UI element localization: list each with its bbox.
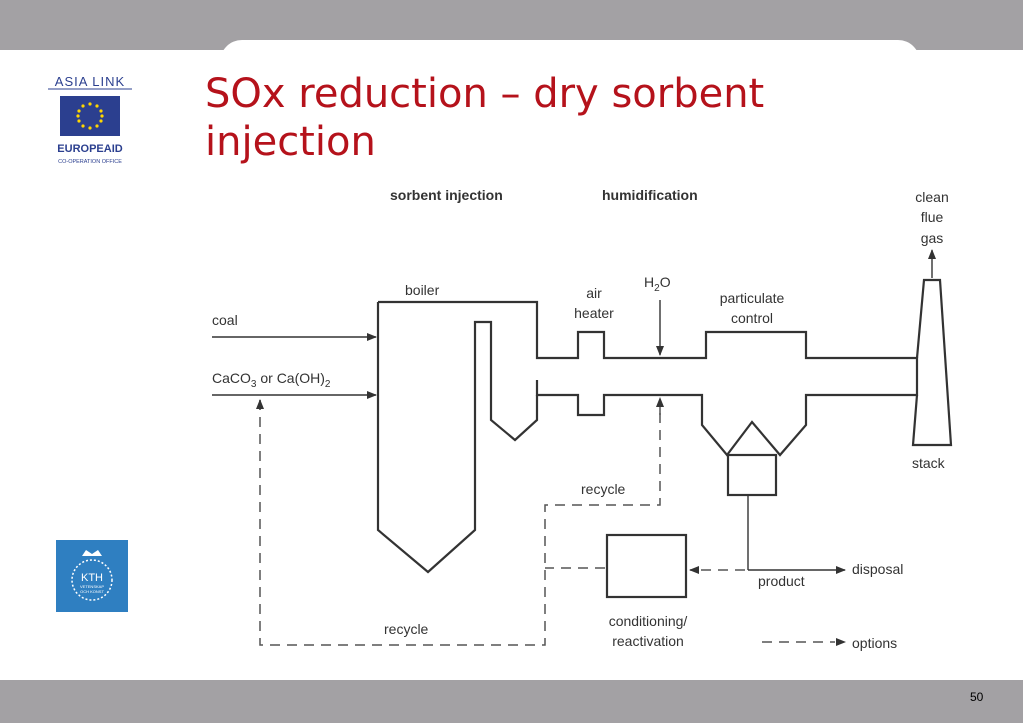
conditioning-box: [605, 533, 688, 599]
label-disposal: disposal: [852, 561, 903, 577]
kth-subtext-2: OCH KONST: [80, 589, 104, 594]
label-clean-2: flue: [921, 209, 944, 225]
label-product: product: [758, 573, 805, 589]
stack-shape: [911, 278, 953, 447]
label-sorbent-feed: CaCO3 or Ca(OH)2: [212, 370, 331, 390]
label-air-1: air: [586, 285, 602, 301]
label-conditioning-1: conditioning/: [609, 613, 688, 629]
label-clean-3: gas: [921, 230, 944, 246]
kth-subtext-1: VETENSKAP: [80, 584, 104, 589]
label-coal: coal: [212, 312, 238, 328]
slide-title: SOx reduction – dry sorbent injection: [205, 71, 765, 165]
boiler-shape: [378, 300, 919, 457]
europeaid-text: EUROPEAID: [57, 143, 122, 155]
kth-text: KTH: [81, 572, 103, 584]
slide-content-panel: [220, 40, 920, 686]
cooperation-office-text: CO-OPERATION OFFICE: [58, 159, 122, 165]
page-number: 50: [970, 690, 984, 704]
boiler-body: [376, 302, 493, 574]
label-humidification: humidification: [602, 187, 698, 203]
options-legend-arrow: [836, 638, 846, 646]
asia-link-logo-text: ASIA LINK: [55, 74, 125, 89]
hopper-shape: [489, 395, 539, 442]
kth-logo: KTH VETENSKAP OCH KONST: [56, 540, 128, 612]
label-options: options: [852, 635, 897, 651]
label-air-2: heater: [574, 305, 614, 321]
bottom-frame-bar: [0, 680, 1023, 723]
label-boiler: boiler: [405, 282, 440, 298]
asia-link-logo: ASIA LINK EUROPEAID CO-OPERATION OFFICE: [40, 72, 140, 172]
label-particulate-1: particulate: [720, 290, 785, 306]
label-recycle-lower: recycle: [384, 621, 429, 637]
crown-icon: [82, 550, 102, 556]
collector-bin: [726, 453, 778, 497]
label-recycle-upper: recycle: [581, 481, 626, 497]
label-particulate-2: control: [731, 310, 773, 326]
label-stack: stack: [912, 455, 946, 471]
label-clean-1: clean: [915, 189, 948, 205]
recycle-lower-line: [259, 400, 661, 646]
label-conditioning-2: reactivation: [612, 633, 684, 649]
label-h2o: H2O: [644, 274, 671, 294]
label-sorbent-injection: sorbent injection: [390, 187, 503, 203]
slide-title-container: SOx reduction – dry sorbent injection: [205, 70, 905, 166]
